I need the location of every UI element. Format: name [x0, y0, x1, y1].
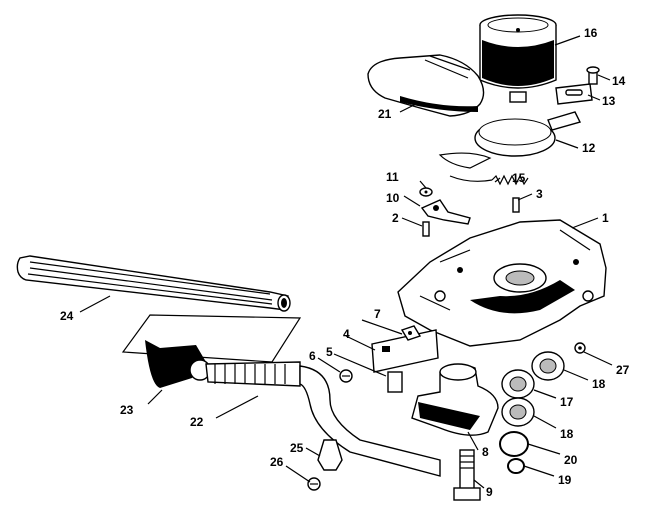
part-14-screw — [586, 66, 600, 85]
alignment-guide-line — [121, 314, 302, 363]
leader-lines — [79, 35, 613, 489]
part-1-housing — [397, 219, 607, 347]
part-22-flexible-hose — [205, 361, 441, 477]
callout-8: 8 — [482, 445, 489, 459]
callout-21: 21 — [378, 107, 392, 121]
callout-12: 12 — [582, 141, 596, 155]
callout-9: 9 — [486, 485, 493, 499]
part-6-screw — [339, 369, 353, 383]
callout-6: 6 — [309, 349, 316, 363]
part-19-ring — [507, 458, 525, 474]
part-18b-bearing — [501, 397, 535, 427]
callout-20: 20 — [564, 453, 578, 467]
part-26-screw — [307, 477, 321, 491]
part-20-ring — [499, 431, 529, 457]
callout-2: 2 — [392, 211, 399, 225]
part-7-nut — [400, 325, 422, 341]
part-8-impeller — [411, 363, 499, 436]
part-17-bearing — [501, 369, 535, 399]
callout-15: 15 — [512, 171, 526, 185]
callout-5: 5 — [326, 345, 333, 359]
part-10-lever — [420, 199, 471, 225]
part-18a-bearing — [531, 351, 565, 381]
callout-25: 25 — [290, 441, 304, 455]
part-5-shim — [387, 371, 403, 393]
callout-18-upper: 18 — [592, 377, 606, 391]
part-3-pin — [512, 197, 520, 213]
part-12-band — [438, 111, 582, 169]
part-9-shaft — [453, 449, 481, 501]
part-2-pin — [422, 221, 430, 237]
callout-17: 17 — [560, 395, 574, 409]
callout-22: 22 — [190, 415, 204, 429]
callout-18-lower: 18 — [560, 427, 574, 441]
callout-3: 3 — [536, 187, 543, 201]
callout-11: 11 — [386, 170, 399, 184]
callout-23: 23 — [120, 403, 134, 417]
part-13-bracket — [555, 83, 593, 105]
callout-24: 24 — [60, 309, 74, 323]
callout-16: 16 — [584, 26, 598, 40]
callout-1: 1 — [602, 211, 609, 225]
part-24-tube — [16, 255, 291, 312]
callout-13: 13 — [602, 94, 616, 108]
callout-7: 7 — [374, 307, 381, 321]
part-11-nut — [419, 187, 433, 197]
callout-4: 4 — [343, 327, 350, 341]
callout-19: 19 — [558, 473, 572, 487]
callout-27: 27 — [616, 363, 630, 377]
part-27-nut — [574, 342, 586, 354]
callout-14: 14 — [612, 74, 626, 88]
part-16-fan-drum — [479, 14, 557, 103]
callout-26: 26 — [270, 455, 284, 469]
callout-10: 10 — [386, 191, 400, 205]
part-21-cover — [367, 54, 485, 117]
part-23-nozzle — [145, 340, 211, 388]
part-25-clamp — [317, 439, 343, 471]
